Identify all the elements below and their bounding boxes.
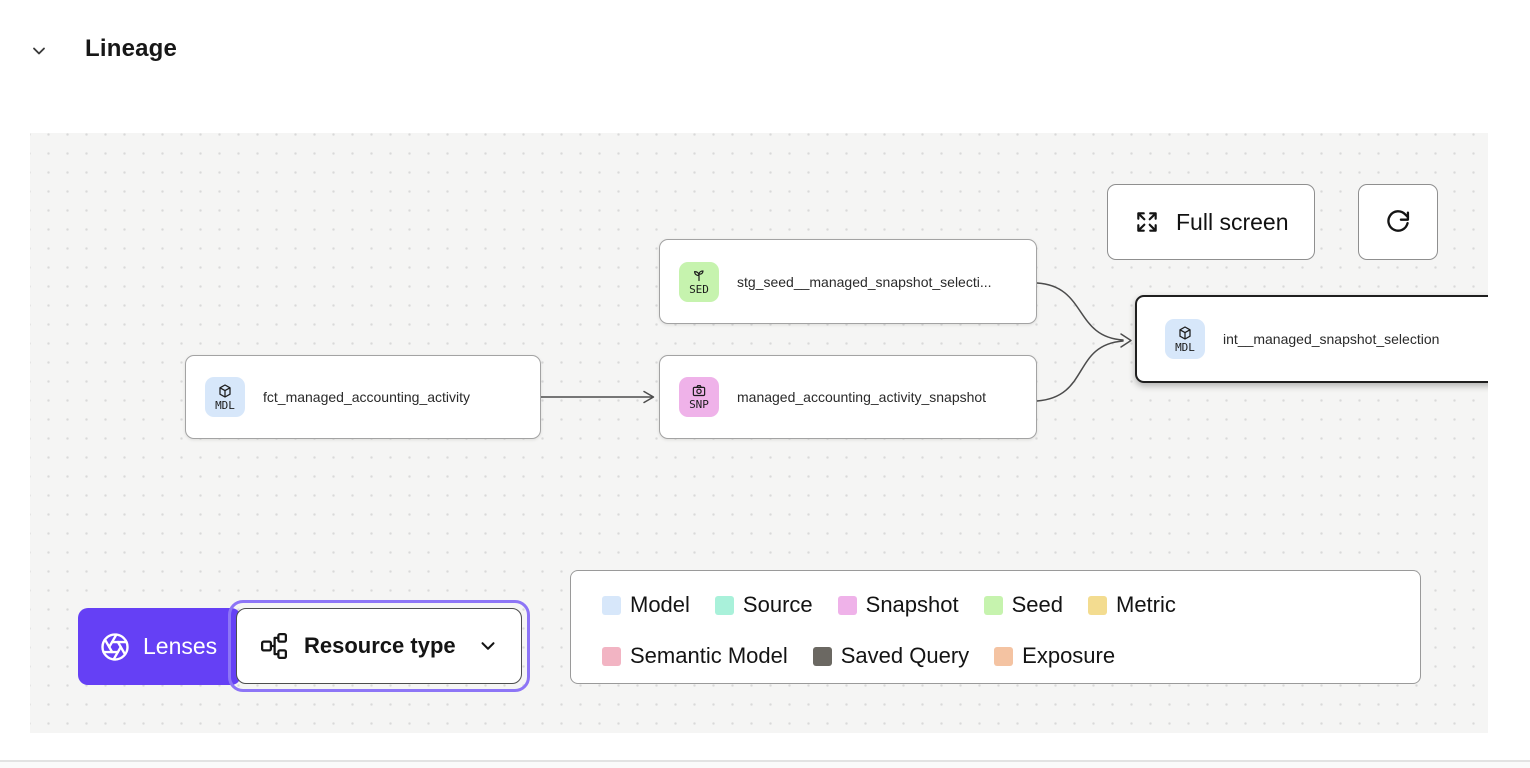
legend-label: Model [630, 592, 690, 617]
legend-swatch [812, 646, 832, 666]
resource-type-label: Resource type [304, 633, 456, 658]
badge-code: SED [689, 282, 709, 296]
legend-swatch [602, 595, 621, 615]
chevron-down-icon [477, 635, 499, 657]
legend-item-exposure: Exposure [994, 643, 1115, 669]
legend-row-1: Model Source Snapshot Seed Metric [602, 586, 1420, 624]
legend-item-model: Model [602, 592, 690, 618]
sprout-icon [691, 268, 707, 283]
lineage-node-fct[interactable]: MDL fct_managed_accounting_activity [185, 355, 541, 439]
lineage-node-stg-seed[interactable]: SED stg_seed__managed_snapshot_selecti..… [659, 239, 1037, 324]
legend-swatch [602, 646, 621, 666]
badge-code: MDL [1175, 340, 1195, 354]
node-label: int__managed_snapshot_selection [1223, 331, 1440, 347]
legend-label: Source [742, 592, 813, 617]
full-screen-button[interactable]: Full screen [1107, 184, 1316, 260]
node-label: managed_accounting_activity_snapshot [737, 389, 987, 405]
legend-swatch [837, 595, 857, 615]
legend-swatch [983, 595, 1003, 615]
camera-icon [691, 383, 707, 398]
cube-icon [1177, 325, 1193, 341]
rotate-cw-icon [1384, 208, 1412, 236]
seed-badge: SED [679, 261, 719, 302]
node-label: fct_managed_accounting_activity [263, 389, 471, 405]
model-badge: MDL [205, 377, 245, 417]
legend-item-metric: Metric [1088, 592, 1176, 618]
collapse-chevron-icon[interactable] [28, 40, 50, 62]
legend-label: Semantic Model [630, 643, 788, 668]
badge-code: SNP [689, 398, 709, 411]
resource-type-legend: Model Source Snapshot Seed Metric [570, 570, 1421, 684]
lenses-label: Lenses [143, 633, 218, 659]
expand-arrows-icon [1134, 209, 1160, 235]
edge-seed-to-int [1036, 282, 1124, 341]
legend-swatch [1088, 595, 1107, 615]
legend-label: Snapshot [865, 592, 959, 617]
full-screen-label: Full screen [1176, 208, 1289, 235]
legend-item-snapshot: Snapshot [837, 592, 959, 618]
resource-type-dropdown[interactable]: Resource type [236, 608, 522, 684]
legend-swatch [714, 595, 734, 615]
cube-icon [217, 383, 233, 399]
legend-swatch [994, 646, 1014, 666]
aperture-icon [100, 632, 130, 662]
edge-fct-to-snapshot-arrowhead [643, 390, 655, 404]
lenses-button[interactable]: Lenses [78, 608, 242, 685]
edge-int-arrowhead [1120, 333, 1132, 348]
legend-label: Metric [1116, 592, 1176, 617]
lineage-node-snapshot[interactable]: SNP managed_accounting_activity_snapshot [659, 355, 1037, 439]
hierarchy-icon [259, 631, 289, 661]
lineage-node-int-selected[interactable]: MDL int__managed_snapshot_selection [1135, 295, 1488, 383]
snapshot-badge: SNP [679, 377, 719, 417]
edge-snapshot-to-int [1036, 340, 1124, 402]
refresh-button[interactable] [1358, 184, 1438, 260]
node-label: stg_seed__managed_snapshot_selecti... [737, 273, 992, 290]
lineage-canvas[interactable]: Full screen SED stg_seed__managed_snaps [30, 133, 1488, 733]
badge-code: MDL [215, 398, 235, 412]
legend-item-saved-query: Saved Query [812, 643, 970, 669]
legend-label: Saved Query [840, 643, 970, 668]
legend-row-2: Semantic Model Saved Query Exposure [602, 637, 1420, 675]
legend-item-seed: Seed [983, 592, 1063, 618]
legend-label: Exposure [1022, 643, 1116, 668]
model-badge: MDL [1165, 319, 1205, 359]
page-bottom-divider [0, 760, 1530, 768]
resource-type-focus-ring: Resource type [228, 600, 530, 692]
legend-item-semantic-model: Semantic Model [602, 643, 788, 669]
legend-label: Seed [1011, 592, 1063, 617]
legend-item-source: Source [714, 592, 813, 618]
page-title: Lineage [85, 35, 178, 62]
lineage-header: Lineage [0, 0, 1530, 100]
